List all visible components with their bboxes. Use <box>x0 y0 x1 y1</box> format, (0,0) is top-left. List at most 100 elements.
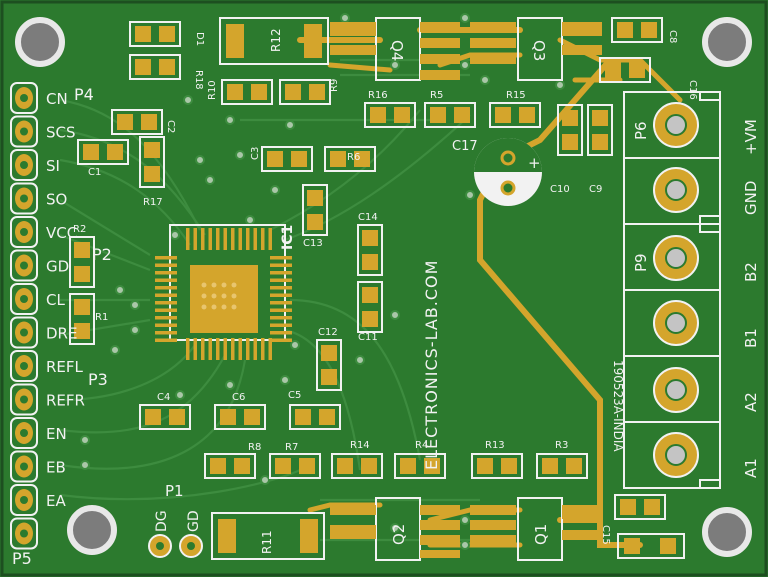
pin-label: EA <box>46 492 66 510</box>
r14-label: R14 <box>350 440 370 451</box>
terminal-label: B2 <box>742 262 760 282</box>
c6-label: C6 <box>232 392 245 403</box>
r2-label: R2 <box>73 224 86 235</box>
p4-label: P4 <box>74 85 94 104</box>
terminal-label: GND <box>742 181 760 215</box>
mounting-holes <box>15 17 752 557</box>
c11-label: C11 <box>358 332 378 343</box>
r13-label: R13 <box>485 440 505 451</box>
r10-label: R10 <box>207 80 218 100</box>
smd-r18: R18 <box>129 54 204 90</box>
c2-label: C2 <box>165 120 176 133</box>
r7-label: R7 <box>285 442 298 453</box>
pin-label: REFL <box>46 358 84 376</box>
transistor-q4: Q4 <box>330 17 460 81</box>
q1-label: Q1 <box>532 524 550 545</box>
smd-r13: R13 <box>471 440 523 479</box>
q2-label: Q2 <box>390 524 408 545</box>
terminal-label: A2 <box>742 392 760 412</box>
smd-c10: C10 <box>550 104 583 195</box>
r11-label: R11 <box>260 530 274 554</box>
resistor-r11: R11 <box>211 512 325 560</box>
smd-r14: R14 <box>331 440 383 479</box>
pin-label: SCS <box>46 124 76 142</box>
c16-label: C16 <box>687 80 698 100</box>
p1-pin-dg: DG <box>154 510 170 532</box>
pin-label: DRE <box>46 325 77 343</box>
smd-c2: C2 <box>111 109 176 135</box>
c17-label: C17 <box>452 139 478 154</box>
c5-label: C5 <box>288 390 301 401</box>
r4-label: R4 <box>415 440 428 451</box>
terminal-pad <box>653 367 699 413</box>
header-pin <box>10 249 38 282</box>
header-pin <box>10 350 38 382</box>
smd-c15: C15 <box>600 494 666 545</box>
smd-bottom-right <box>617 533 685 559</box>
transistor-q2: Q2 <box>330 497 460 561</box>
r18-label: R18 <box>193 70 204 90</box>
p1-label: P1 <box>165 482 184 500</box>
smd-c3: C3 <box>250 146 313 172</box>
smd-c12: C12 <box>316 327 342 391</box>
terminal-pad <box>653 432 699 478</box>
p6-label: P6 <box>632 121 650 140</box>
q4-label: Q4 <box>388 40 406 61</box>
c8-label: C8 <box>667 30 678 43</box>
p1-pin-gd: GD <box>186 510 202 532</box>
r16-label: R16 <box>368 90 388 101</box>
mounting-hole-bottom-left <box>67 505 117 555</box>
c12-label: C12 <box>318 327 338 338</box>
revision-text: 190523A-INDIA <box>611 360 625 452</box>
smd-r16: R16 <box>364 90 416 128</box>
mounting-hole-bottom-right <box>702 507 752 557</box>
p2-label: P2 <box>92 245 112 264</box>
r6-label: R6 <box>347 152 360 163</box>
mounting-hole-top-left <box>15 17 65 67</box>
vias <box>80 13 565 550</box>
r3-label: R3 <box>555 440 568 451</box>
smd-c11: C11 <box>357 281 383 343</box>
header-pin <box>10 450 38 483</box>
c9-label: C9 <box>589 184 602 195</box>
c1-label: C1 <box>88 167 101 178</box>
transistor-q3: Q3 <box>470 17 602 81</box>
smd-r1: R1 <box>69 293 108 345</box>
terminal-p9: P9 <box>623 223 721 489</box>
c13-label: C13 <box>303 238 323 249</box>
inner-traces <box>59 58 480 542</box>
smd-c16: C16 <box>599 57 698 100</box>
smd-c14: C14 <box>357 212 383 276</box>
smd-r8: R8 <box>204 442 261 479</box>
ic1-chip: IC1 <box>155 224 296 360</box>
header-pin <box>10 517 38 550</box>
smd-r17: R17 <box>139 136 165 208</box>
brand-text: ELECTRONICS-LAB.COM <box>422 260 441 470</box>
smd-c4: C4 <box>139 392 191 430</box>
header-pin <box>10 383 38 416</box>
pin-label: REFR <box>46 392 85 410</box>
mounting-hole-top-right <box>702 17 752 67</box>
smd-r2: R2 <box>69 224 95 288</box>
p9-label: P9 <box>632 253 650 272</box>
ic1-label: IC1 <box>280 225 296 250</box>
header-p1: P1 DG GD <box>148 482 203 558</box>
pin-label: SI <box>46 157 60 175</box>
r9-label: R9 <box>329 79 340 92</box>
q3-label: Q3 <box>530 40 548 61</box>
p3-label: P3 <box>88 370 108 389</box>
c3-label: C3 <box>250 147 261 160</box>
r15-label: R15 <box>506 90 526 101</box>
r1-label: R1 <box>95 312 108 323</box>
header-p4 <box>10 82 38 550</box>
smd-c8: C8 <box>611 17 678 43</box>
pin-label: CN <box>46 90 68 108</box>
header-pin <box>10 149 38 181</box>
pin-label: GD <box>46 258 69 276</box>
terminal-pad <box>653 102 699 148</box>
smd-c1: C1 <box>77 139 129 178</box>
pin-label: EB <box>46 459 66 477</box>
